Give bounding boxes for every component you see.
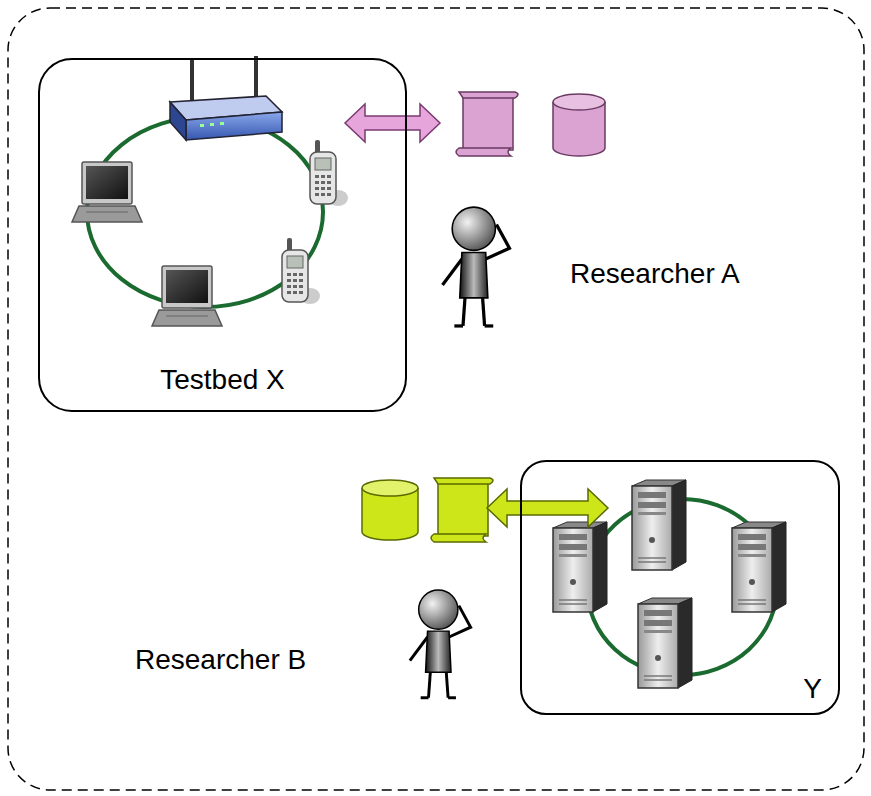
server-icon bbox=[732, 522, 786, 612]
region-outline bbox=[8, 8, 864, 790]
laptop-icon bbox=[72, 162, 142, 222]
researcher-figure bbox=[442, 207, 509, 326]
server-icon bbox=[553, 522, 607, 612]
server-icon bbox=[632, 480, 686, 570]
testbed-label: Testbed X bbox=[160, 364, 285, 396]
double-arrow bbox=[487, 489, 608, 527]
phone-icon bbox=[310, 140, 348, 206]
database-icon bbox=[362, 480, 418, 540]
testbed-box: Y bbox=[520, 460, 840, 715]
researcher-label: Researcher B bbox=[135, 644, 306, 676]
router-icon bbox=[170, 56, 282, 140]
server-icon bbox=[638, 598, 692, 688]
testbed-label: Y bbox=[803, 673, 822, 705]
script-icon bbox=[456, 92, 518, 156]
database-icon bbox=[553, 94, 605, 156]
phone-icon bbox=[282, 238, 320, 304]
script-icon bbox=[431, 478, 493, 542]
double-arrow bbox=[345, 104, 440, 142]
laptop-icon bbox=[152, 266, 222, 326]
testbed-box: Testbed X bbox=[38, 58, 407, 412]
researcher-label: Researcher A bbox=[570, 258, 740, 290]
researcher-figure bbox=[410, 590, 471, 698]
